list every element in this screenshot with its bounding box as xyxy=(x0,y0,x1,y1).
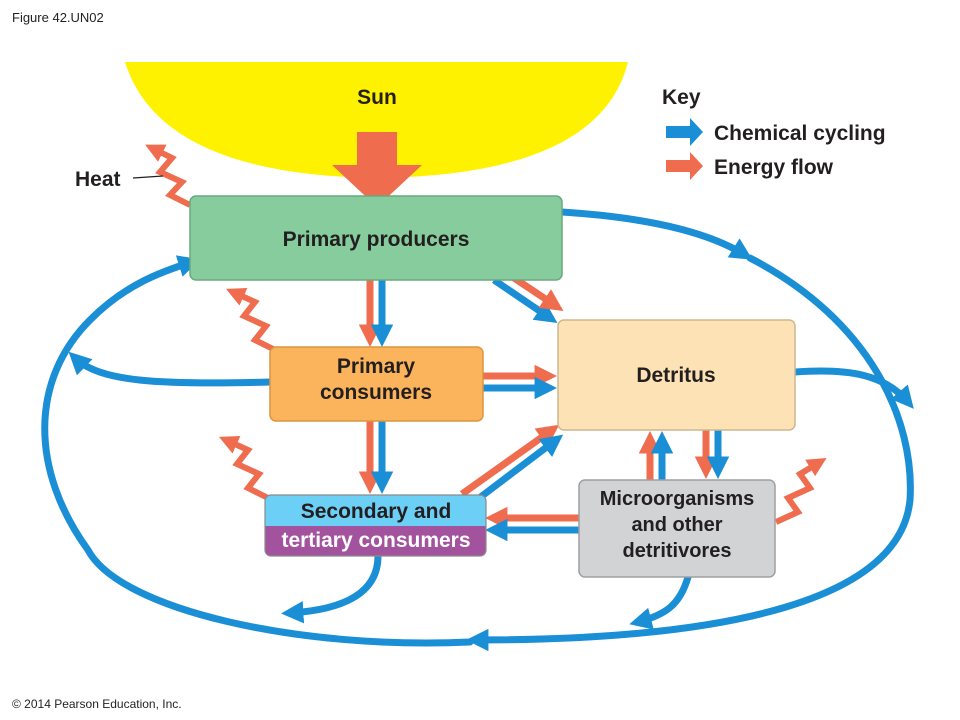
copyright-text: © 2014 Pearson Education, Inc. xyxy=(12,697,182,711)
key-item-energy-flow: Energy flow xyxy=(714,156,834,179)
figure-label: Figure 42.UN02 xyxy=(12,10,104,25)
cycling-arrow-producers-to-detritus xyxy=(492,277,558,324)
cycling-arrow-consumers-left xyxy=(68,351,274,387)
primary-consumers-label-line1: Primary xyxy=(337,355,416,378)
heat-leader-line xyxy=(132,175,164,179)
heat-arrow-microorganisms xyxy=(774,458,827,525)
cycling-arrow-left-loop xyxy=(41,255,474,647)
microorganisms-box xyxy=(578,479,776,578)
primary-producers-label: Primary producers xyxy=(283,228,470,251)
sun-shape xyxy=(125,62,628,178)
secondary-label: Secondary and xyxy=(301,500,452,523)
cycling-arrow-producers-right xyxy=(558,208,753,260)
cycling-arrow-detritus-right xyxy=(791,367,914,409)
primary-consumers-label-line2: consumers xyxy=(320,381,432,404)
detritus-label: Detritus xyxy=(636,364,715,387)
primary-consumers-box xyxy=(269,346,484,422)
key-legend: Key Chemical cycling Energy flow xyxy=(662,86,886,180)
cycling-arrow-right-bottom xyxy=(466,254,914,652)
secondary-box-top xyxy=(265,495,486,526)
tertiary-label: tertiary consumers xyxy=(281,529,470,552)
blue-arrow-icon xyxy=(666,118,703,146)
cycling-arrow-micro-down xyxy=(629,573,692,630)
tertiary-box-bottom xyxy=(265,526,486,556)
heat-label: Heat xyxy=(75,168,121,191)
key-title: Key xyxy=(662,86,701,109)
sun-energy-arrow xyxy=(332,132,422,207)
primary-producers-box xyxy=(189,195,563,281)
heat-arrow-secondary xyxy=(219,436,270,501)
secondary-tertiary-box xyxy=(264,494,487,557)
microorganisms-label-line2: and other xyxy=(631,514,722,536)
microorganisms-label-line1: Microorganisms xyxy=(600,488,754,510)
sun-label: Sun xyxy=(357,86,397,109)
orange-arrow-icon xyxy=(666,152,703,180)
key-item-chemical-cycling: Chemical cycling xyxy=(714,122,886,145)
detritus-box xyxy=(557,319,796,431)
microorganisms-label-line3: detritivores xyxy=(623,540,732,562)
cycling-arrow-secondary-down xyxy=(281,552,382,624)
heat-arrow-producers xyxy=(145,144,192,208)
cycling-arrow-secondary-to-detritus xyxy=(471,434,564,505)
heat-arrow-primary-consumers xyxy=(226,288,277,353)
energy-arrow-secondary-to-detritus xyxy=(459,424,560,497)
